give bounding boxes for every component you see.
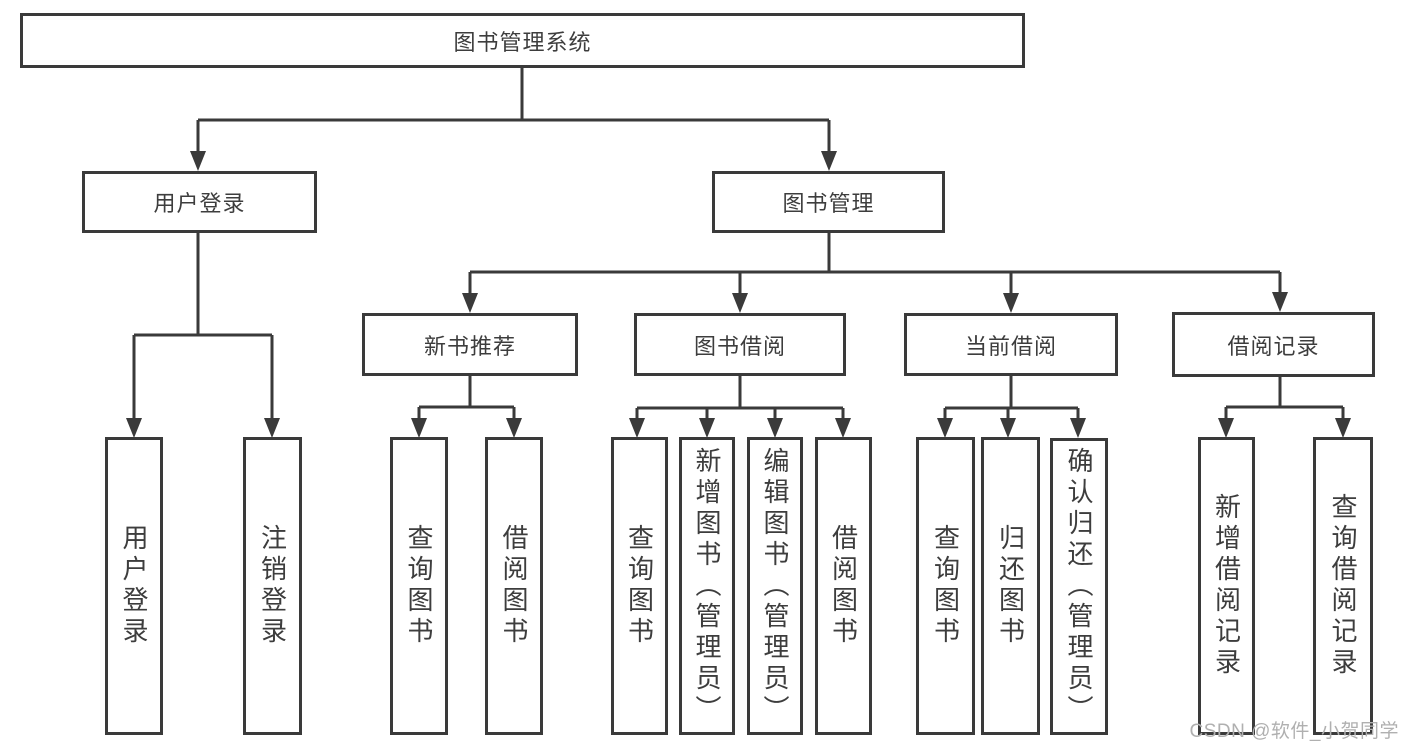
node-borrow-records-label: 借阅记录: [1227, 333, 1320, 359]
arrowhead: [1335, 418, 1351, 438]
arrowhead: [1003, 293, 1019, 313]
node-root: 图书管理系统: [20, 13, 1025, 68]
arrowhead: [821, 151, 837, 171]
leaf-borrow-books: 借阅图书: [815, 437, 872, 735]
arrowhead: [126, 418, 142, 438]
connector-book-borrow-to-leaves: [629, 376, 851, 438]
node-user-login-label: 用户登录: [153, 191, 246, 216]
node-book-management-label: 图书管理: [782, 191, 875, 216]
arrowhead: [190, 151, 206, 171]
node-book-borrow: 图书借阅: [634, 313, 846, 376]
node-borrow-records: 借阅记录: [1172, 312, 1375, 377]
leaf-edit-book-admin: 编辑图书（管理员）: [747, 437, 803, 735]
connector-root-to-level2: [190, 68, 837, 171]
node-book-management: 图书管理: [712, 171, 945, 233]
arrowhead: [1000, 418, 1016, 438]
arrowhead: [462, 293, 478, 313]
leaf-borrow-books-label: 借阅图书: [828, 524, 859, 648]
arrowhead: [699, 418, 715, 438]
leaf-add-borrow-record-label: 新增借阅记录: [1211, 493, 1242, 679]
leaf-confirm-return-admin: 确认归还（管理员）: [1050, 438, 1108, 735]
leaf-user-login-label: 用户登录: [119, 524, 149, 648]
leaf-query-books-recommend: 查询图书: [390, 437, 448, 735]
node-current-borrow: 当前借阅: [904, 313, 1118, 376]
node-new-book-recommend-label: 新书推荐: [423, 333, 516, 359]
node-root-label: 图书管理系统: [453, 29, 592, 55]
arrowhead: [835, 418, 851, 438]
arrowhead: [1272, 292, 1288, 312]
leaf-return-book: 归还图书: [981, 437, 1040, 735]
leaf-logout-label: 注销登录: [257, 524, 288, 648]
connector-borrow-records-to-leaves: [1218, 377, 1351, 438]
arrowhead: [411, 418, 427, 438]
node-book-borrow-label: 图书借阅: [693, 333, 786, 359]
arrowhead: [264, 418, 280, 438]
leaf-edit-book-admin-label: 编辑图书（管理员）: [760, 446, 790, 726]
arrowhead: [937, 418, 953, 438]
arrowhead: [1218, 418, 1234, 438]
watermark-text: CSDN @软件_小贺同学: [1189, 721, 1399, 742]
leaf-add-book-admin-label: 新增图书（管理员）: [692, 446, 722, 726]
arrowhead: [629, 418, 645, 438]
leaf-borrow-books-recommend: 借阅图书: [485, 437, 543, 735]
connector-new-book-recommend-to-leaves: [411, 376, 522, 438]
connector-user-login-to-leaves: [126, 233, 280, 438]
leaf-add-borrow-record: 新增借阅记录: [1198, 437, 1255, 735]
leaf-confirm-return-admin-label: 确认归还（管理员）: [1064, 447, 1094, 726]
leaf-query-books-current: 查询图书: [916, 437, 975, 735]
leaf-query-books-borrow-label: 查询图书: [624, 524, 655, 648]
leaf-logout: 注销登录: [243, 437, 302, 735]
leaf-return-book-label: 归还图书: [995, 524, 1026, 648]
arrowhead: [732, 293, 748, 313]
leaf-user-login: 用户登录: [105, 437, 163, 735]
connector-current-borrow-to-leaves: [937, 376, 1086, 438]
connector-book-management-to-level3: [462, 233, 1288, 313]
node-user-login: 用户登录: [82, 171, 317, 233]
leaf-query-borrow-record-label: 查询借阅记录: [1328, 493, 1358, 679]
arrowhead: [506, 418, 522, 438]
leaf-add-book-admin: 新增图书（管理员）: [679, 437, 735, 735]
leaf-query-books-recommend-label: 查询图书: [404, 524, 434, 648]
leaf-query-books-borrow: 查询图书: [611, 437, 668, 735]
node-current-borrow-label: 当前借阅: [964, 333, 1057, 359]
node-new-book-recommend: 新书推荐: [362, 313, 578, 376]
leaf-query-books-current-label: 查询图书: [930, 524, 961, 648]
arrowhead: [767, 418, 783, 438]
leaf-borrow-books-recommend-label: 借阅图书: [499, 524, 529, 648]
leaf-query-borrow-record: 查询借阅记录: [1313, 437, 1373, 735]
arrowhead: [1070, 418, 1086, 438]
